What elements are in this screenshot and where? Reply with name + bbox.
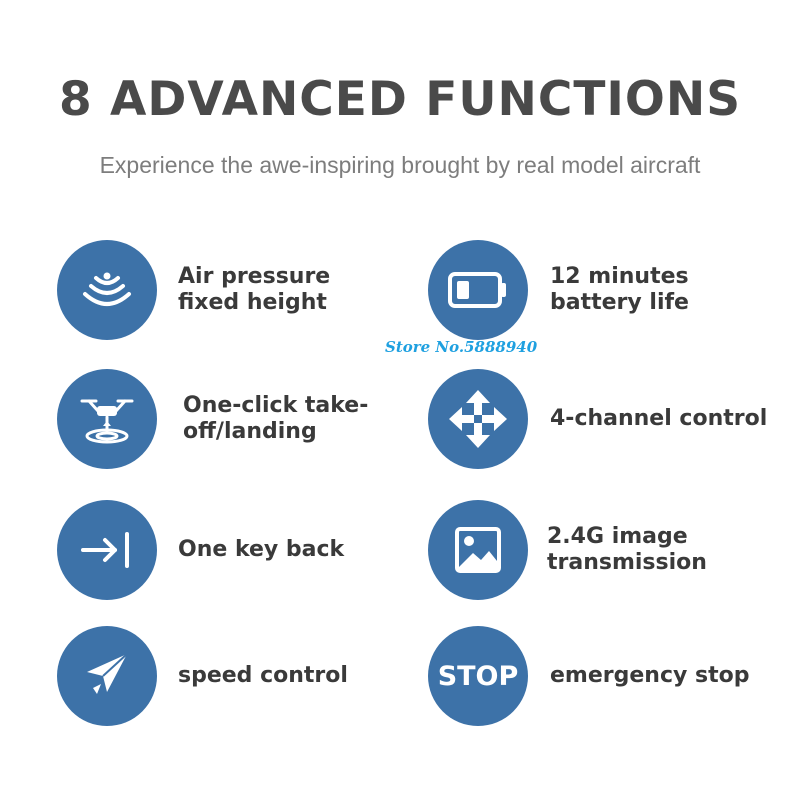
feature-icon-circle: [428, 240, 528, 340]
image-icon: [455, 527, 501, 573]
paper-plane-icon: [87, 653, 128, 694]
feature-one-click-takeoff: One-click take- off/landing: [57, 369, 417, 469]
feature-label: emergency stop: [550, 663, 750, 688]
page-title: 8 ADVANCED FUNCTIONS: [58, 72, 742, 127]
feature-label: 4-channel control: [550, 406, 768, 431]
feature-label: One key back: [178, 537, 345, 562]
signal-waves-icon: [83, 272, 131, 306]
stop-sign-icon: STOP: [428, 626, 528, 726]
feature-label: 2.4G image transmission: [547, 524, 707, 575]
feature-label: 12 minutes battery life: [550, 264, 689, 315]
stop-icon-text: STOP: [437, 660, 519, 692]
page-subtitle: Experience the awe-inspiring brought by …: [99, 152, 701, 178]
feature-icon-circle: [57, 240, 157, 340]
feature-icon-circle: [57, 369, 157, 469]
store-watermark: Store No.5888940: [385, 338, 538, 356]
arrow-to-bar-icon: [81, 532, 129, 568]
feature-battery: 12 minutes battery life: [428, 240, 788, 340]
battery-icon: [448, 272, 506, 308]
feature-icon-circle: [57, 626, 157, 726]
feature-4-channel-control: 4-channel control: [428, 369, 788, 469]
four-way-arrows-icon: [449, 390, 507, 448]
feature-air-pressure: Air pressure fixed height: [57, 240, 417, 340]
drone-landing-icon: [80, 399, 134, 444]
feature-emergency-stop: STOP emergency stop: [428, 626, 788, 726]
feature-icon-circle: [57, 500, 157, 600]
feature-label: One-click take- off/landing: [183, 393, 369, 444]
feature-label: speed control: [178, 663, 348, 688]
feature-icon-circle: [428, 500, 528, 600]
feature-icon-circle: [428, 369, 528, 469]
feature-image-transmission: 2.4G image transmission: [428, 500, 788, 600]
feature-speed-control: speed control: [57, 626, 417, 726]
feature-label: Air pressure fixed height: [178, 264, 331, 315]
feature-one-key-back: One key back: [57, 500, 417, 600]
